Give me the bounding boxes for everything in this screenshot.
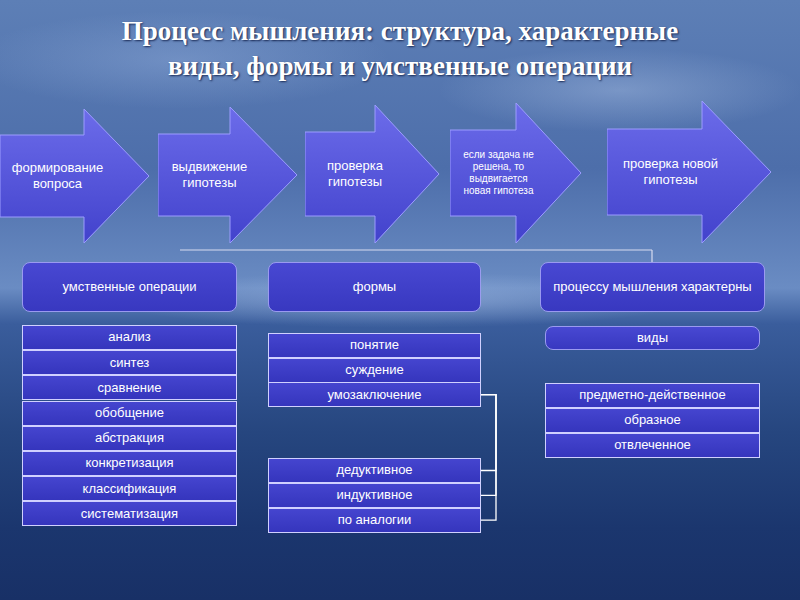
process-arrow: проверка новой гипотезы <box>607 100 772 244</box>
node-text: выдвижение гипотезы <box>164 159 255 190</box>
group-line <box>180 249 652 250</box>
node-text: сравнение <box>27 380 232 396</box>
item-box: предметно-действенное <box>545 383 760 408</box>
category-box: процессу мышления характерны <box>540 262 765 312</box>
category-box: виды <box>545 326 760 350</box>
arrow-outline <box>0 109 149 243</box>
category-box: формы <box>268 262 481 312</box>
node-text: предметно-действенное <box>550 387 755 403</box>
node-text: если задача не решена, то выдвигается но… <box>456 149 541 197</box>
bracket-connector <box>481 395 496 471</box>
node-text: дедуктивное <box>273 462 476 478</box>
node-text: отвлеченное <box>550 437 755 453</box>
item-box: понятие <box>268 333 481 358</box>
item-box: образное <box>545 408 760 433</box>
bracket-connector <box>481 395 496 520</box>
node-text: процессу мышления характерны <box>545 279 760 295</box>
arrow-outline <box>158 107 297 243</box>
item-box: классификация <box>22 476 237 501</box>
node-text: формирование вопроса <box>6 160 109 191</box>
arrow-text-holder: проверка новой гипотезы <box>613 156 728 187</box>
node-text: понятие <box>273 337 476 353</box>
category-box: умственные операции <box>22 262 237 312</box>
node-text: формы <box>273 279 476 295</box>
node-text: виды <box>550 330 755 346</box>
node-text: синтез <box>27 355 232 371</box>
node-text: по аналогии <box>273 512 476 528</box>
node-text: умственные операции <box>27 279 232 295</box>
node-text: анализ <box>27 329 232 345</box>
node-text: суждение <box>273 362 476 378</box>
item-box: конкретизация <box>22 451 237 476</box>
arrow-outline <box>450 103 581 243</box>
node-text: абстракция <box>27 430 232 446</box>
node-text: обобщение <box>27 405 232 421</box>
item-box: абстракция <box>22 426 237 451</box>
item-box: сравнение <box>22 375 237 400</box>
node-text: образное <box>550 412 755 428</box>
arrow-text-holder: проверка гипотезы <box>311 158 399 189</box>
node-text: конкретизация <box>27 455 232 471</box>
item-box: отвлеченное <box>545 433 760 458</box>
node-text: классификация <box>27 481 232 497</box>
diagram-title: Процесс мышления: структура, характерные… <box>90 14 710 84</box>
arrow-outline <box>607 101 771 243</box>
arrow-text-holder: если задача не решена, то выдвигается но… <box>456 149 541 197</box>
bracket-connector <box>481 395 496 496</box>
arrow-outline <box>305 105 439 243</box>
item-box: синтез <box>22 350 237 375</box>
item-box: суждение <box>268 358 481 383</box>
node-text: проверка новой гипотезы <box>613 156 728 187</box>
item-box: умозаключение <box>268 382 481 407</box>
item-box: дедуктивное <box>268 458 481 483</box>
process-arrow: формирование вопроса <box>0 108 150 244</box>
item-box: по аналогии <box>268 508 481 533</box>
process-arrow: проверка гипотезы <box>305 104 440 244</box>
process-arrow: если задача не решена, то выдвигается но… <box>450 102 582 244</box>
node-text: индуктивное <box>273 487 476 503</box>
group-line <box>651 250 652 262</box>
node-text: умозаключение <box>273 387 476 403</box>
item-box: систематизация <box>22 501 237 526</box>
process-arrow: выдвижение гипотезы <box>158 106 298 244</box>
item-box: индуктивное <box>268 483 481 508</box>
node-text: систематизация <box>27 506 232 522</box>
item-box: анализ <box>22 325 237 350</box>
item-box: обобщение <box>22 401 237 426</box>
node-text: проверка гипотезы <box>311 158 399 189</box>
arrow-text-holder: формирование вопроса <box>6 160 109 191</box>
arrow-text-holder: выдвижение гипотезы <box>164 159 255 190</box>
